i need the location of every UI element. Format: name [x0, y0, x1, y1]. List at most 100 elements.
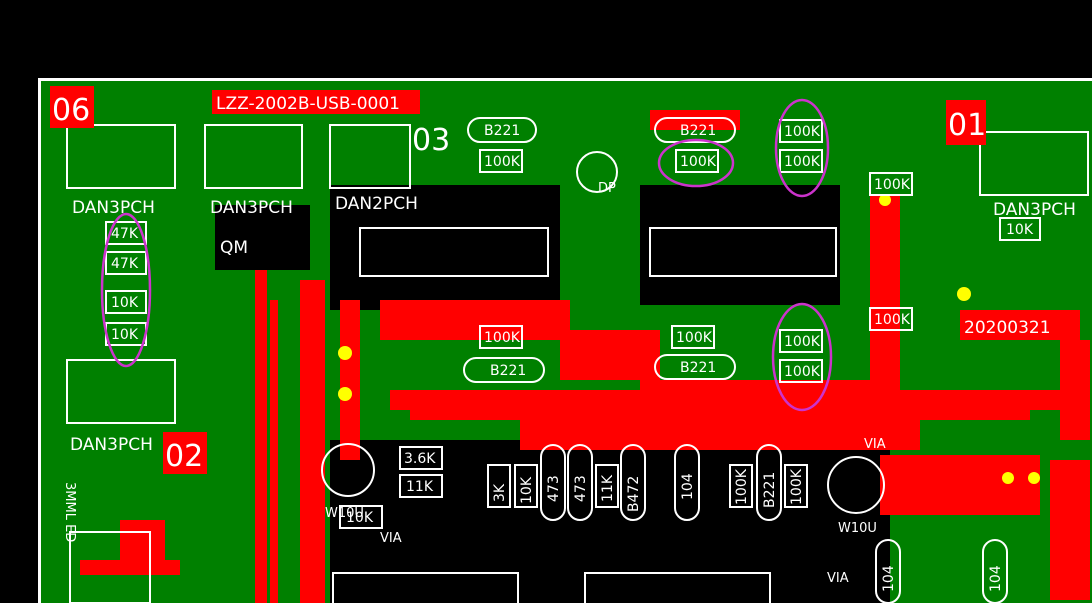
connector-outline — [979, 131, 1089, 196]
ic-left-outline — [359, 227, 549, 277]
highlight-group — [100, 98, 833, 412]
resistor-value: 10K — [346, 510, 374, 526]
ic-area-right — [640, 185, 840, 305]
transistor-outline — [827, 456, 885, 514]
resistor — [487, 464, 511, 508]
resistor-value: 10K — [111, 327, 139, 343]
connector-label: DAN3PCH — [993, 200, 1076, 220]
qm-block — [215, 205, 310, 270]
resistor — [399, 446, 443, 470]
capacitor — [567, 444, 593, 521]
resistor-value: 100K — [784, 334, 821, 350]
capacitor-value: 104 — [988, 565, 1004, 592]
trace-layer — [80, 110, 1090, 603]
resistor — [784, 464, 808, 508]
via-label: VIA — [827, 571, 849, 586]
capacitor — [463, 357, 545, 383]
ic-right-outline — [649, 227, 837, 277]
resistor — [514, 464, 538, 508]
resistor — [779, 359, 823, 383]
resistor-value: 100K — [789, 468, 805, 505]
capacitor-value: 473 — [573, 475, 589, 502]
resistor — [675, 149, 719, 173]
resistor-value: 47K — [111, 226, 139, 242]
highlight-ring — [657, 138, 735, 188]
led-label: 3MML ED — [62, 482, 77, 542]
capacitor — [654, 117, 736, 143]
resistor-group: 47K 47K 10K 10K 100K 100K 100K 100K 100K… — [105, 119, 1041, 529]
resistor-value: 100K — [874, 177, 911, 193]
via-layer — [338, 194, 1040, 484]
highlight-ring — [774, 98, 830, 198]
transistor-outline — [321, 443, 375, 497]
resistor-value: 100K — [484, 330, 521, 346]
capacitor — [875, 539, 901, 603]
connector-outline — [329, 124, 411, 189]
resistor — [105, 290, 147, 314]
resistor — [869, 307, 913, 331]
resistor — [339, 505, 383, 529]
zone-tag-01: 01 — [948, 108, 986, 143]
capacitor — [467, 117, 537, 143]
capacitor — [620, 444, 646, 521]
capacitor-value: 104 — [680, 473, 696, 500]
resistor — [105, 221, 147, 245]
resistor — [399, 474, 443, 498]
zone-tag-02: 02 — [165, 439, 203, 474]
resistor — [671, 325, 715, 349]
resistor-value: 100K — [676, 330, 713, 346]
zone-tag-06-bg — [50, 86, 94, 128]
resistor-value: 100K — [484, 154, 521, 170]
via-label: VIA — [380, 531, 402, 546]
connector-outline — [204, 124, 303, 189]
resistor — [479, 325, 523, 349]
resistor-value: 11K — [600, 474, 616, 502]
resistor-value: 3K — [492, 483, 508, 502]
resistor-value: 100K — [784, 124, 821, 140]
board-title: LZZ-2002B-USB-0001 — [216, 94, 400, 114]
resistor — [869, 172, 913, 196]
connector-label: DAN3PCH — [70, 435, 153, 455]
resistor-value: 100K — [734, 468, 750, 505]
resistor-value: 3.6K — [404, 451, 436, 467]
connector-label: DAN3PCH — [210, 198, 293, 218]
resistor — [729, 464, 753, 508]
capacitor-value: B221 — [762, 472, 778, 508]
w10u-label: W10U — [325, 506, 364, 521]
w10u-label: W10U — [838, 521, 877, 536]
highlight-ring — [771, 302, 833, 412]
resistor — [779, 119, 823, 143]
capacitor — [654, 354, 736, 380]
zone-tag-03: 03 — [412, 123, 450, 158]
capacitor-value: 104 — [881, 565, 897, 592]
resistor-value: 100K — [784, 364, 821, 380]
ic-bottom-right — [584, 572, 771, 603]
capacitor — [540, 444, 566, 521]
capacitor — [982, 539, 1008, 603]
capacitor-value: 473 — [546, 475, 562, 502]
connector-outline — [66, 124, 176, 189]
highlight-ring — [100, 212, 152, 368]
capacitor-value: B221 — [680, 123, 716, 139]
ic-area-left — [330, 185, 560, 310]
resistor — [595, 464, 619, 508]
connector-label: DAN2PCH — [335, 194, 418, 214]
capacitor-group: B221 B221 B221 B221 473 473 B472 104 B22… — [463, 117, 1008, 603]
resistor-value: 10K — [1006, 222, 1034, 238]
zone-tag-01-bg — [946, 100, 986, 145]
resistor-value: 11K — [406, 479, 434, 495]
date-code: 20200321 — [964, 318, 1051, 338]
ic-bottom-left — [332, 572, 519, 603]
resistor — [479, 149, 523, 173]
resistor — [779, 149, 823, 173]
capacitor-value: B472 — [626, 476, 642, 512]
capacitor-value: B221 — [490, 363, 526, 379]
capacitor-value: B221 — [680, 360, 716, 376]
dp-label: DP — [598, 181, 616, 196]
resistor-value: 100K — [784, 154, 821, 170]
zone-tag-02-bg — [163, 432, 207, 474]
connector-outline — [66, 359, 176, 424]
zone-tag-06: 06 — [52, 93, 90, 128]
resistor-value: 10K — [519, 476, 535, 504]
